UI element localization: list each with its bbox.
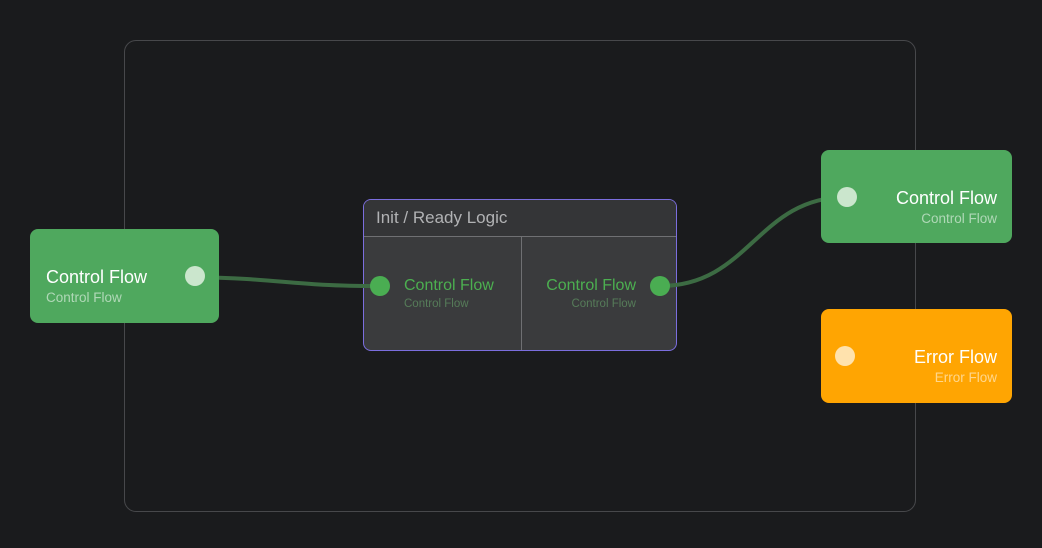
node-title: Control Flow (895, 187, 997, 208)
node-text-block: Error Flow Error Flow (914, 346, 997, 386)
group-body: Control Flow Control Flow Control Flow C… (364, 237, 676, 350)
group-output-cell[interactable]: Control Flow Control Flow (522, 237, 676, 350)
group-input-port-icon[interactable] (370, 276, 390, 296)
node-title: Control Flow (46, 267, 148, 287)
node-title: Error Flow (913, 347, 997, 367)
node-subtitle: Error Flow (934, 370, 997, 385)
input-port-icon[interactable] (837, 186, 857, 207)
group-header[interactable]: Init / Ready Logic (364, 200, 676, 237)
group-input-label: Control Flow (404, 277, 494, 294)
output-port-icon[interactable] (185, 266, 205, 286)
input-port-icon[interactable] (835, 346, 855, 366)
group-title: Init / Ready Logic (376, 208, 508, 227)
node-text-block: Control Flow Control Flow (46, 266, 147, 306)
group-output-label: Control Flow (546, 277, 636, 294)
group-input-sublabel: Control Flow (404, 298, 469, 310)
group-input-cell[interactable]: Control Flow Control Flow (364, 237, 522, 350)
group-node-init-ready-logic[interactable]: Init / Ready Logic Control Flow Control … (363, 199, 677, 351)
node-text-block: Control Flow Control Flow (896, 187, 997, 227)
group-output-sublabel: Control Flow (571, 298, 636, 310)
node-subtitle: Control Flow (46, 290, 122, 305)
group-output-port-icon[interactable] (650, 276, 670, 296)
node-error-flow[interactable]: Error Flow Error Flow (821, 309, 1012, 403)
edge-left-to-group[interactable] (194, 275, 382, 288)
edge-group-to-top-right[interactable] (658, 195, 849, 288)
node-control-flow-top-right[interactable]: Control Flow Control Flow (821, 150, 1012, 243)
node-control-flow-left[interactable]: Control Flow Control Flow (30, 229, 219, 323)
node-subtitle: Control Flow (921, 210, 997, 226)
